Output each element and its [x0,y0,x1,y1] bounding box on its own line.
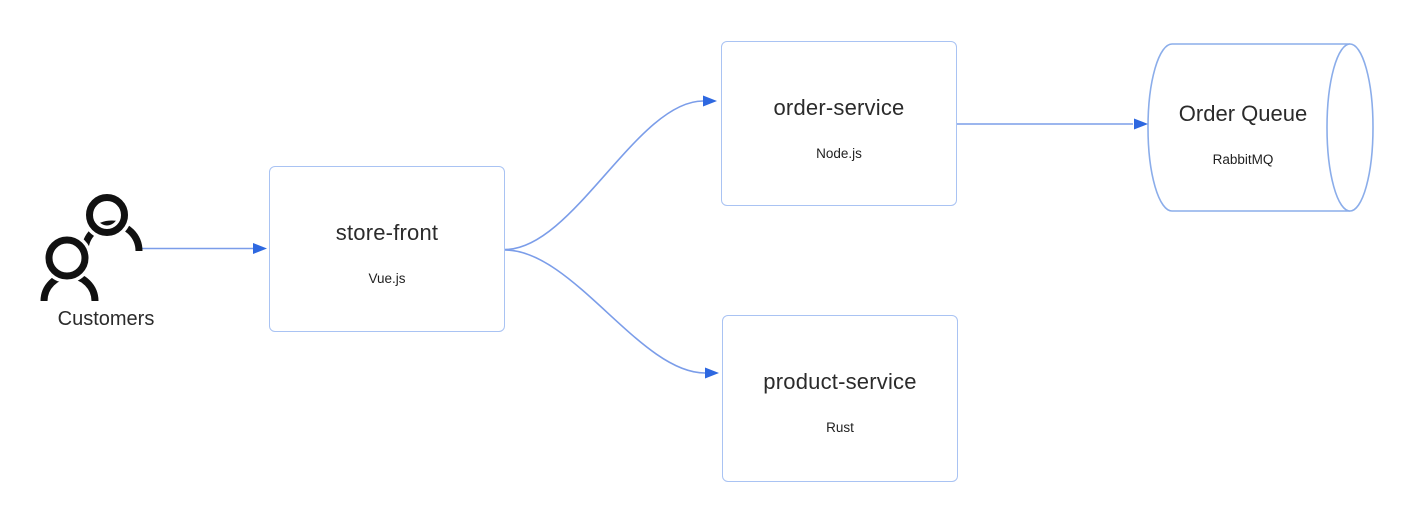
node-title: store-front [335,220,439,245]
arrowhead-into-order-service [703,95,717,107]
edge-store-front-to-order-service [504,100,704,251]
node-order-service: order-service Node.js [721,41,957,206]
node-product-service: product-service Rust [722,315,958,482]
front-person-head [45,236,89,280]
back-person-head [86,194,128,236]
node-order-queue-subtitle: RabbitMQ [1212,152,1274,167]
back-person-shoulders [81,220,143,252]
node-subtitle: Rust [826,420,854,435]
node-title: product-service [763,369,917,394]
customers-label: Customers [57,308,155,330]
cylinder-end-face [1326,43,1374,212]
node-subtitle: Node.js [816,146,862,161]
node-order-queue-title: Order Queue [1178,101,1308,126]
node-order-queue-shape [1147,43,1374,212]
arrowhead-into-order-queue [1134,118,1148,130]
arrowhead-into-store-front [253,243,267,254]
arrowhead-into-product-service [705,367,719,379]
node-subtitle: Vue.js [368,271,406,286]
edge-store-front-to-product-service [504,249,706,374]
cylinder-body [1147,43,1350,212]
users-icon [37,190,143,302]
node-title: order-service [773,95,905,120]
node-store-front: store-front Vue.js [269,166,505,332]
